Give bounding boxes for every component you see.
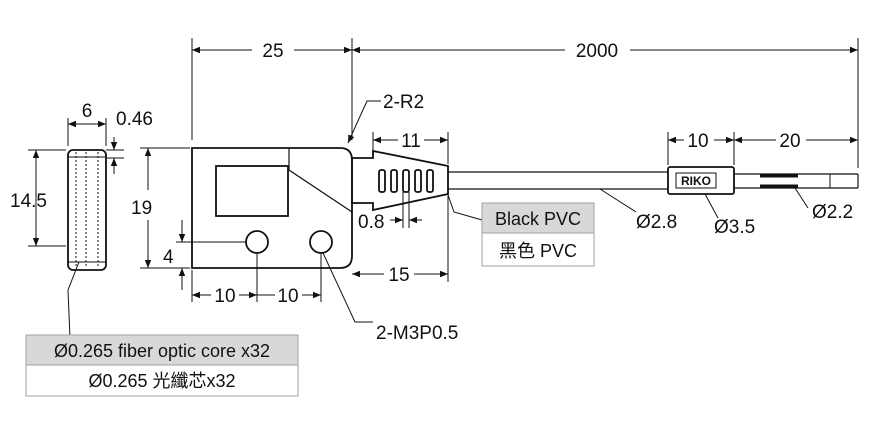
cable-material-en: Black PVC — [495, 209, 581, 229]
sleeve-dia-label: Ø3.5 — [714, 217, 755, 238]
dim-side-gap: 0.46 — [106, 109, 153, 174]
dim-boot-gap: 0.8 — [358, 192, 422, 233]
sleeve-length-label: 10 — [687, 131, 708, 152]
brand-plate — [675, 172, 717, 189]
tip-length-label: 20 — [779, 131, 800, 152]
dim-tip-dia: Ø2.2 — [794, 187, 853, 223]
hole-x2-label: 10 — [277, 286, 298, 307]
fiber-core-en: Ø0.265 fiber optic core x32 — [54, 341, 270, 361]
sensor-body — [191, 147, 353, 269]
tip-dia-label: Ø2.2 — [812, 202, 853, 223]
side-view-outline — [67, 149, 107, 271]
screw-holes-label: 2-M3P0.5 — [376, 323, 458, 344]
fiber-core-zh: Ø0.265 光纖芯x32 — [88, 371, 235, 391]
cable-material-zh: 黑色 PVC — [499, 241, 577, 261]
dim-hole-offset: 4 — [163, 220, 246, 290]
hole-offset-label: 4 — [163, 247, 174, 268]
side-view — [67, 149, 107, 271]
dim-tip-length: 20 — [734, 131, 858, 152]
corner-radius-label: 2-R2 — [383, 92, 424, 113]
screw-holes-callout: 2-M3P0.5 — [322, 252, 458, 344]
boot-ribs — [378, 169, 434, 193]
probe-tip — [734, 173, 859, 189]
sleeve-outline — [667, 166, 735, 195]
boot-gap-label: 0.8 — [358, 212, 384, 233]
body-width-label: 25 — [262, 41, 283, 62]
dim-sleeve-dia: Ø3.5 — [704, 193, 755, 238]
side-width-label: 6 — [82, 101, 93, 122]
dim-boot-total: 15 — [352, 196, 449, 286]
body-bevel-line — [288, 148, 353, 213]
side-height-label: 14.5 — [10, 191, 47, 212]
dim-cable-dia: Ø2.8 — [599, 188, 677, 233]
dim-side-height: 14.5 — [10, 149, 66, 247]
dim-sleeve-length: 10 — [667, 131, 735, 165]
dim-corner-radius: 2-R2 — [347, 92, 424, 144]
fiber-core-leader — [67, 261, 80, 339]
dim-body-height: 19 — [131, 147, 190, 269]
dim-side-width: 6 — [67, 101, 107, 146]
cable-boot — [351, 149, 449, 212]
dim-boot-length: 11 — [372, 131, 449, 164]
cable-material-callout: Black PVC 黑色 PVC — [481, 202, 595, 267]
cable-dia-label: Ø2.8 — [636, 212, 677, 233]
dim-body-width: 25 — [191, 38, 353, 140]
side-gap-label: 0.46 — [116, 109, 153, 130]
boot-length-label: 11 — [401, 131, 421, 152]
fiber-core-callout: Ø0.265 fiber optic core x32 Ø0.265 光纖芯x3… — [25, 334, 299, 397]
sleeve: RIKO — [667, 166, 735, 195]
cable — [448, 171, 668, 190]
cable-length-label: 2000 — [576, 41, 618, 62]
cable-material-leader — [447, 194, 483, 221]
body-outline — [191, 147, 353, 269]
mount-hole-1 — [245, 230, 269, 254]
brand-label: RIKO — [681, 174, 711, 188]
body-height-label: 19 — [131, 198, 152, 219]
dim-hole-spacing: 10 10 — [191, 253, 322, 307]
mount-hole-2 — [309, 230, 333, 254]
boot-outline — [351, 149, 449, 212]
dim-cable-length: 2000 — [352, 38, 859, 168]
boot-total-label: 15 — [388, 265, 409, 286]
hole-x1-label: 10 — [214, 286, 235, 307]
display-window — [215, 165, 289, 217]
